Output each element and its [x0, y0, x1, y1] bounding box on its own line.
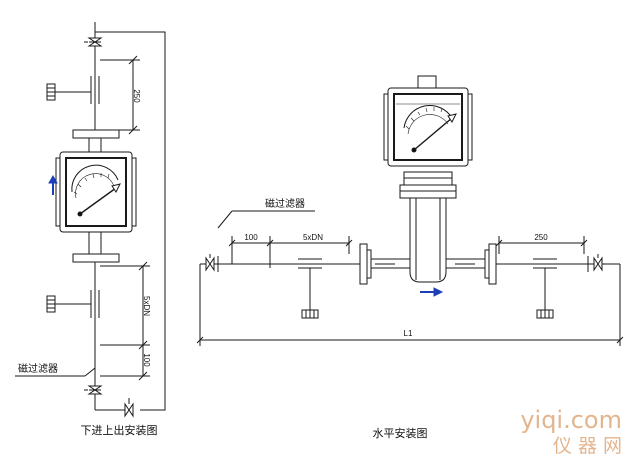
top-valve-icon [84, 22, 103, 60]
dim-100-horizontal-label: 100 [244, 233, 258, 242]
bottom-flange [72, 253, 120, 263]
watermark-domain: yiqi.com [520, 406, 622, 434]
dim-250-horizontal [495, 236, 588, 254]
vertical-meter [55, 151, 137, 233]
lower-filter [46, 290, 100, 318]
dim-100-vertical-label: 100 [142, 353, 151, 367]
upper-filter [46, 76, 100, 104]
right-filter [533, 258, 557, 319]
horizontal-installation: 100 5xDN [196, 75, 624, 346]
horizontal-flow-arrow-icon [420, 287, 444, 297]
dim-250-horizontal-label: 250 [534, 233, 548, 242]
horizontal-right-valve-icon [587, 254, 603, 272]
top-flange [72, 129, 120, 139]
bypass-line [95, 31, 166, 411]
vertical-installation: 250 [15, 22, 166, 418]
horizontal-meter [371, 75, 485, 283]
horizontal-right-flange [488, 243, 497, 285]
dim-5dn-vertical [100, 261, 150, 381]
dim-total-label: L1 [404, 329, 413, 338]
horizontal-left-flange [359, 243, 368, 285]
dim-total-horizontal [196, 264, 624, 346]
bypass-valve-icon [124, 398, 134, 418]
bottom-valve-icon [84, 385, 103, 395]
dim-100-horizontal [228, 236, 274, 268]
vertical-caption: 下进上出安装图 [81, 423, 158, 437]
watermark-site-name: 仪 器 网 [553, 435, 622, 457]
dim-5dn-horizontal [270, 236, 353, 254]
dim-250-label: 250 [132, 89, 141, 103]
horizontal-filter-label: 磁过滤器 [265, 197, 305, 210]
vertical-flow-arrow-icon [48, 174, 58, 195]
vertical-filter-label: 磁过滤器 [18, 362, 58, 375]
left-filter [298, 258, 322, 319]
dim-5dn-label: 5xDN [142, 296, 151, 316]
horizontal-caption: 水平安装图 [373, 426, 428, 440]
horizontal-left-valve-icon [205, 254, 219, 272]
dim-5dn-horizontal-label: 5xDN [303, 233, 323, 242]
